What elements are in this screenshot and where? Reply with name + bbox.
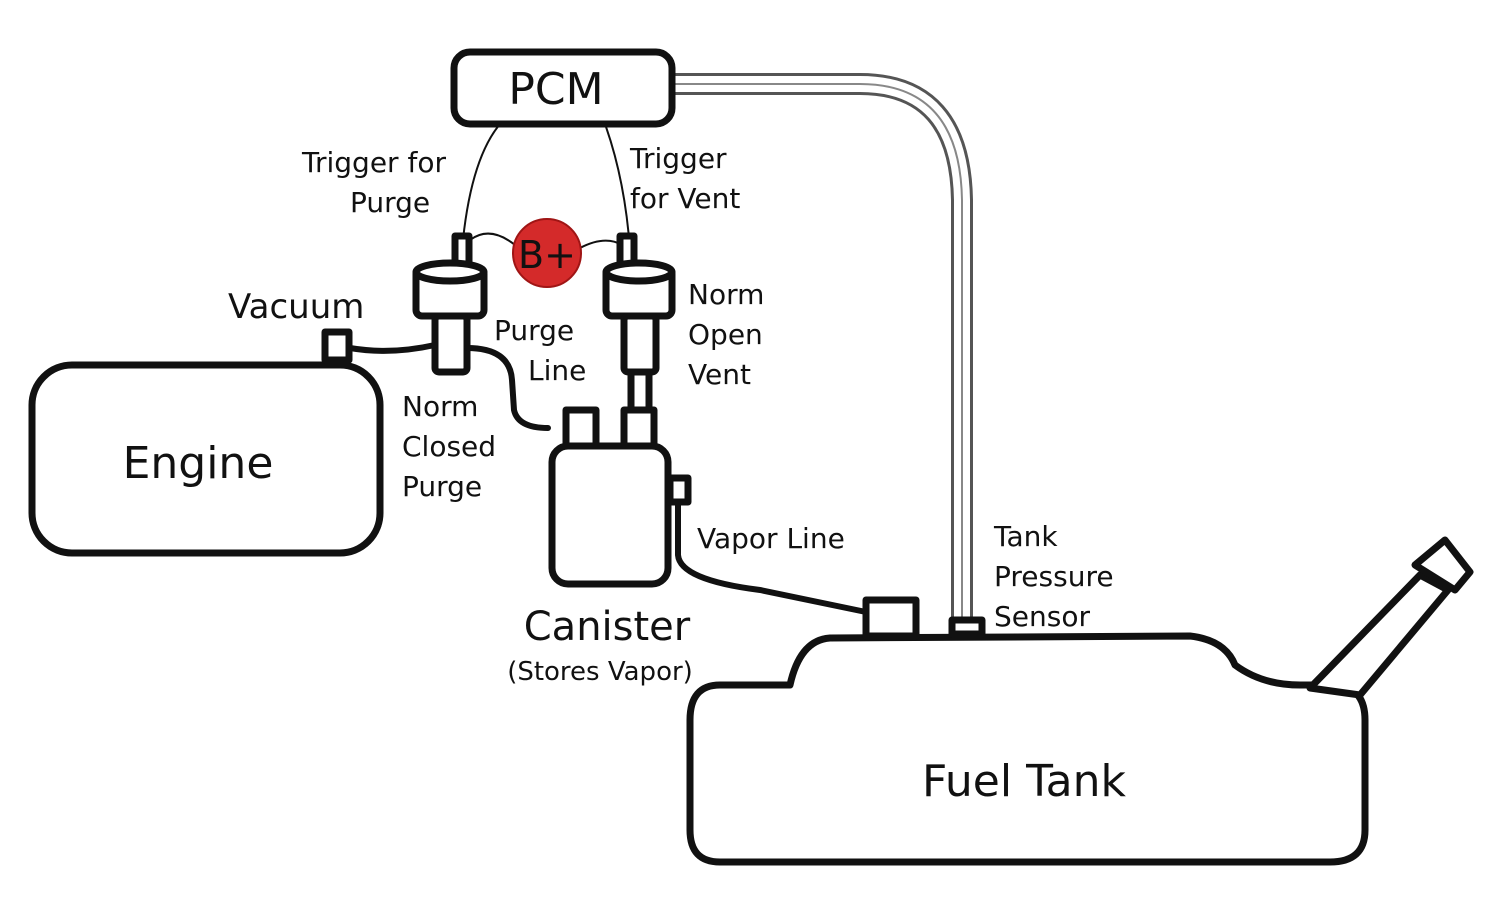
- svg-text:B+: B+: [518, 233, 576, 277]
- fuel-filler-cap: [1411, 536, 1474, 594]
- fuel-tank-body: [686, 632, 1369, 866]
- canister-vapor-port: [666, 474, 692, 506]
- trigger-purge-label-1: Trigger for: [301, 146, 446, 179]
- battery-icon: B+: [512, 218, 582, 288]
- pcm-sensor-cable: [672, 73, 973, 622]
- purge-line: [464, 345, 551, 431]
- norm-closed-purge-label-3: Purge: [402, 470, 482, 503]
- trigger-vent-label-1: Trigger: [629, 142, 727, 175]
- pcm-label: PCM: [508, 64, 603, 115]
- canister-box: [548, 442, 672, 588]
- norm-closed-purge-label-2: Closed: [402, 430, 496, 463]
- vapor-line: [675, 499, 869, 615]
- norm-open-vent-label-3: Vent: [688, 358, 751, 391]
- canister-note-label: (Stores Vapor): [507, 657, 693, 687]
- tank-pressure-sensor: [948, 616, 986, 638]
- trigger-vent-label-2: for Vent: [630, 182, 740, 215]
- engine-box: [28, 361, 384, 557]
- vent-valve: [602, 232, 676, 414]
- tank-pressure-sensor-label-3: Sensor: [994, 600, 1090, 633]
- vacuum-label: Vacuum: [228, 287, 364, 327]
- fuel-filler-neck: [1306, 571, 1452, 699]
- purge-line-label-2: Line: [528, 354, 586, 387]
- trigger-purge-label-2: Purge: [350, 186, 430, 219]
- canister-purge-port: [562, 406, 600, 452]
- pcm-box: [450, 48, 676, 128]
- vapor-port: [862, 596, 920, 640]
- vacuum-line: [347, 342, 438, 354]
- fuel-tank-label: Fuel Tank: [922, 756, 1127, 807]
- canister-label: Canister: [524, 604, 691, 650]
- canister-vent-port: [620, 406, 658, 452]
- norm-closed-purge-label-1: Norm: [402, 390, 478, 423]
- norm-open-vent-label-1: Norm: [688, 278, 764, 311]
- tank-pressure-sensor-label-2: Pressure: [994, 560, 1114, 593]
- vacuum-port: [321, 328, 353, 364]
- purge-valve: [412, 232, 488, 376]
- trigger-vent-wire: [604, 123, 631, 251]
- engine-label: Engine: [123, 438, 274, 489]
- tank-pressure-sensor-label-1: Tank: [993, 520, 1058, 553]
- norm-open-vent-label-2: Open: [688, 318, 763, 351]
- purge-line-label-1: Purge: [494, 314, 574, 347]
- trigger-purge-wire: [461, 123, 501, 251]
- vapor-line-label: Vapor Line: [697, 522, 845, 555]
